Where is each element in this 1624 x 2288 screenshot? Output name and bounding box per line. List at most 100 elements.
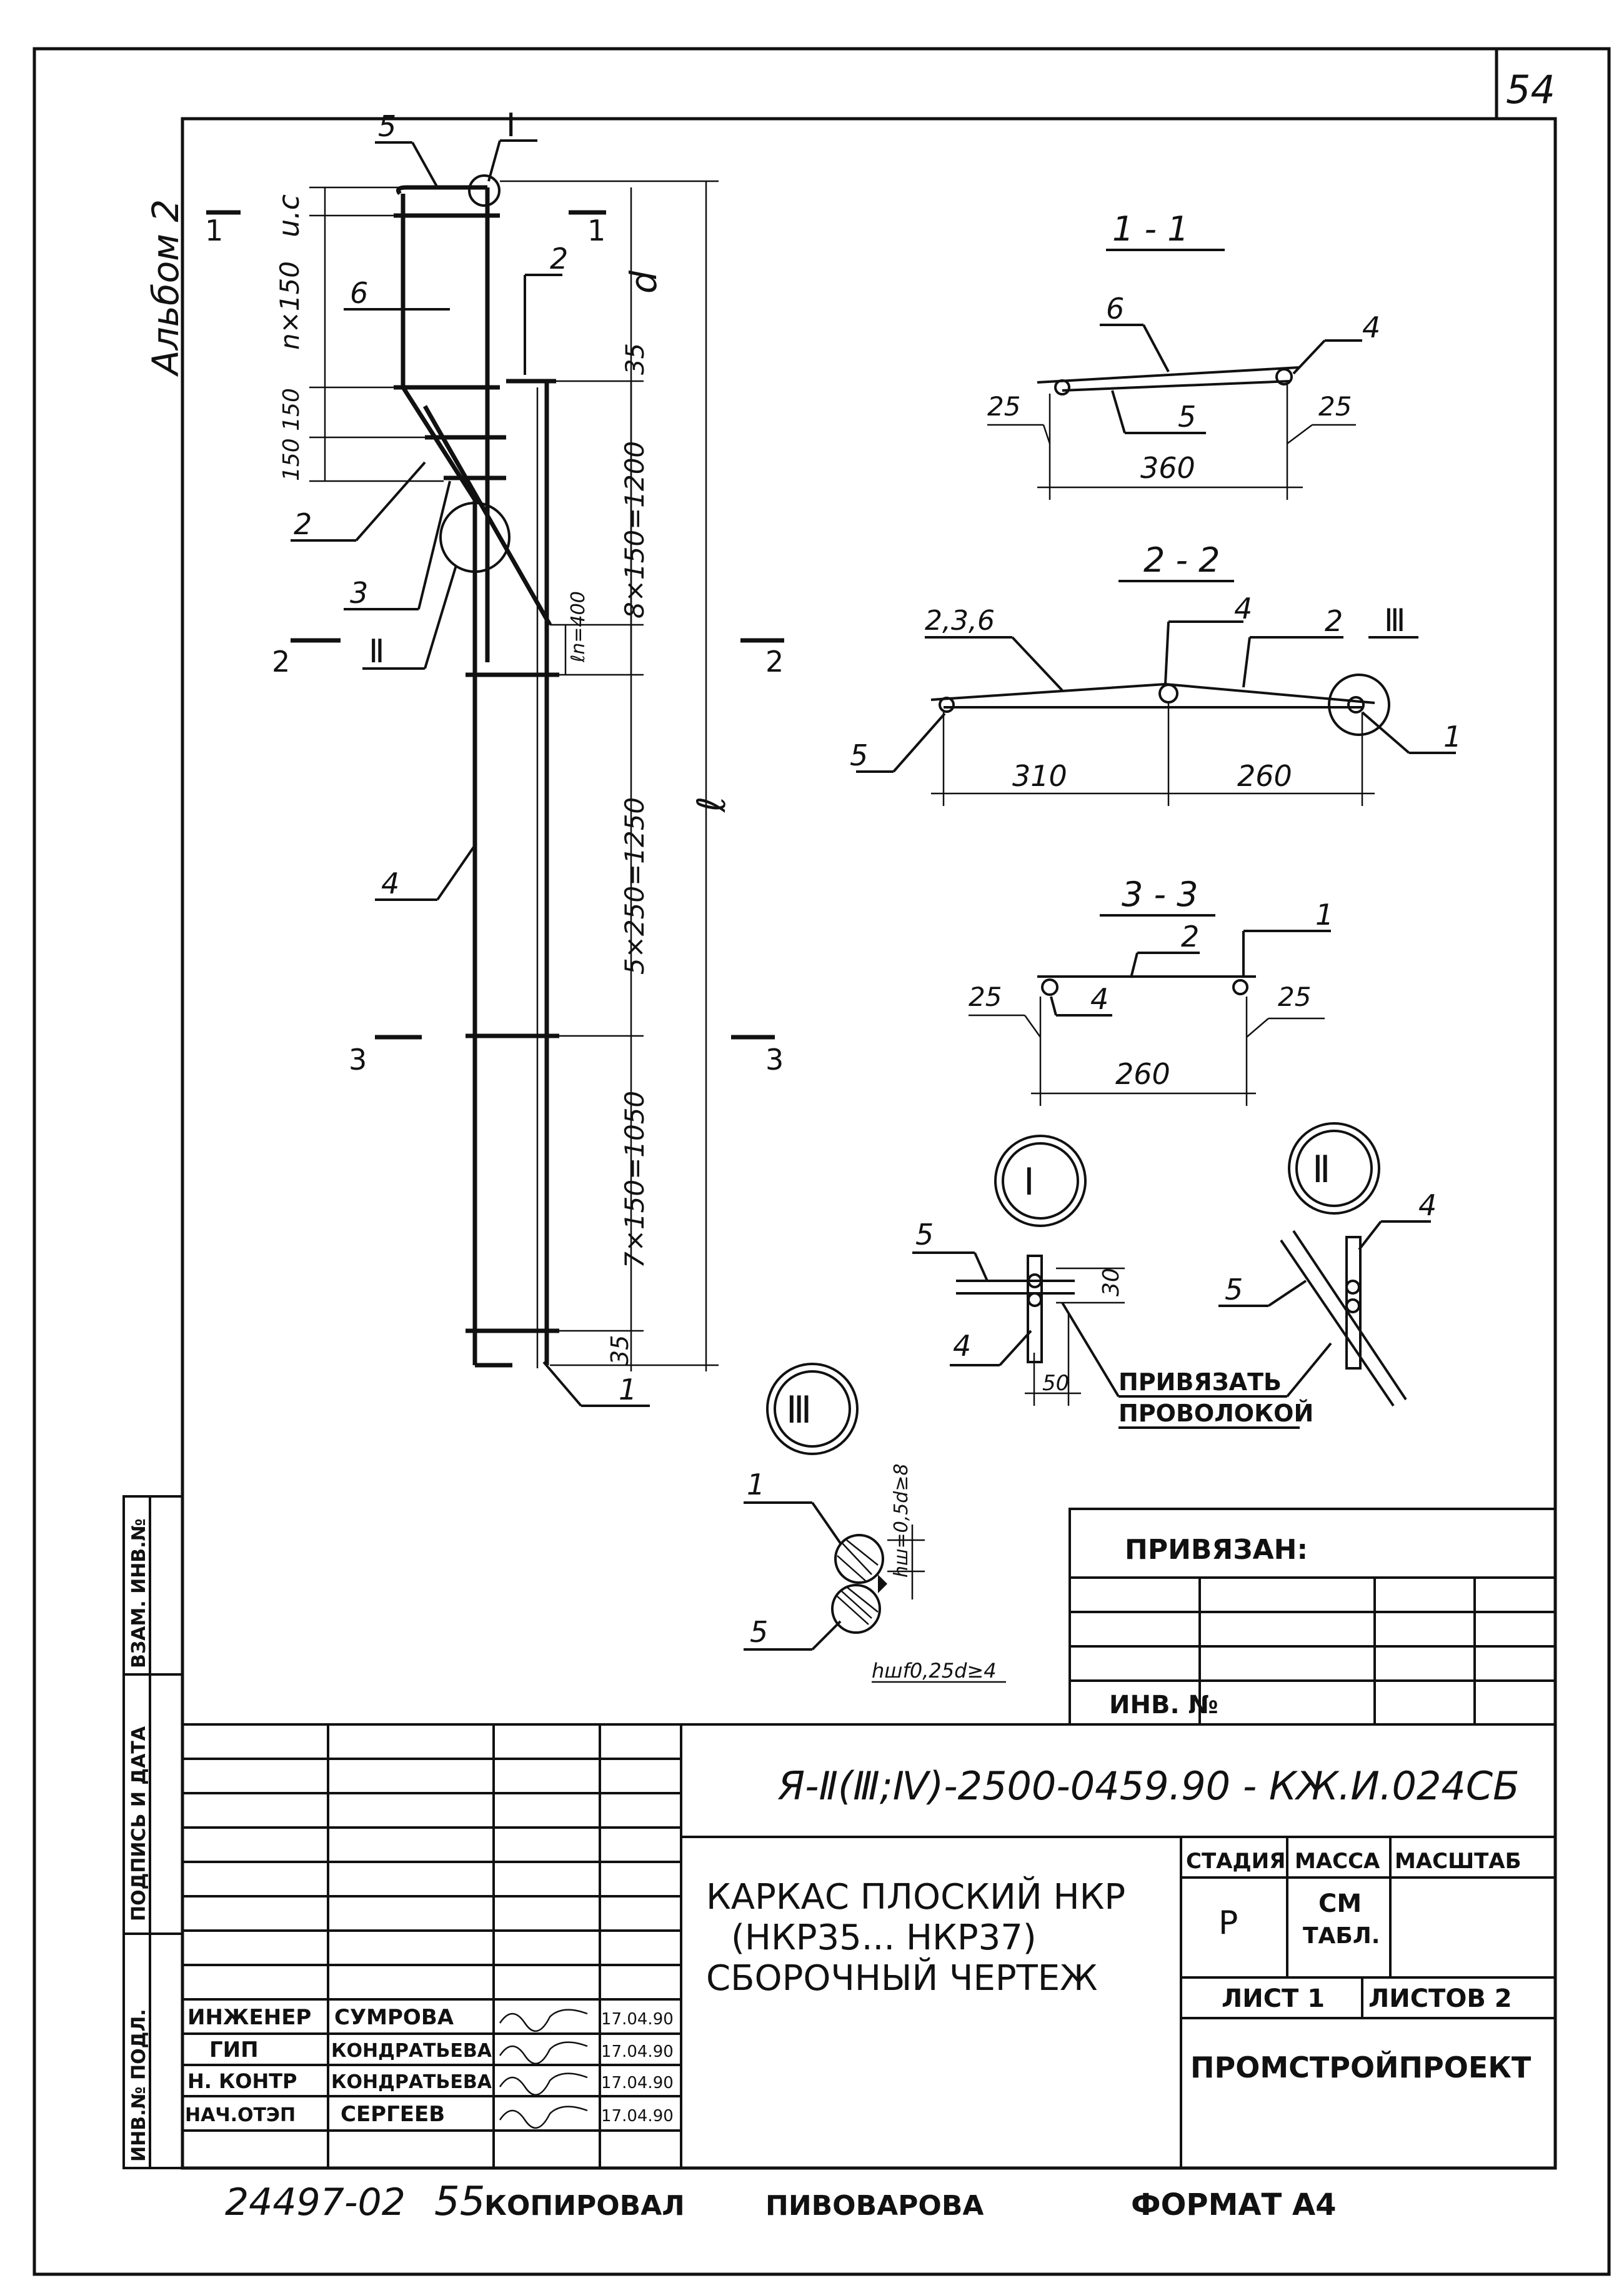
label-4: 4 xyxy=(381,867,399,900)
mark-2-left: 2 xyxy=(272,645,290,679)
sig-role: ИНЖЕНЕР xyxy=(187,2005,311,2030)
drawing-frame xyxy=(181,117,1557,2170)
inv-label: ИНВ. № xyxy=(1109,1691,1218,1719)
side-label-replace: ВЗАМ. ИНВ.№ xyxy=(128,1518,150,1668)
s22-label-III: Ⅲ xyxy=(1384,602,1405,639)
dim-n150: n×150 xyxy=(274,261,305,350)
section-3-3-title: 3 - 3 xyxy=(1122,875,1198,914)
sig-role: НАЧ.ОТЭП xyxy=(185,2104,296,2126)
s11-label-5: 5 xyxy=(1178,400,1196,434)
node-II-label-5: 5 xyxy=(1225,1273,1243,1306)
sig-date: 17.04.90 xyxy=(601,2042,674,2061)
title-block: Я-Ⅱ(Ⅲ;Ⅳ)-2500-0459.90 - КЖ.И.024СБ КАРКА… xyxy=(182,1723,1555,2168)
node-III-label-5: 5 xyxy=(750,1615,768,1649)
bound-label: ПРИВЯЗАН: xyxy=(1125,1534,1308,1566)
stage-value: Р xyxy=(1218,1904,1238,1942)
mass-label: МАССА xyxy=(1295,1849,1380,1874)
s22-label-5: 5 xyxy=(850,739,868,772)
document-code: Я-Ⅱ(Ⅲ;Ⅳ)-2500-0459.90 - КЖ.И.024СБ xyxy=(777,1763,1520,1809)
signature-row-0: ИНЖЕНЕР СУМРОВА 17.04.90 xyxy=(187,2005,674,2032)
label-1: 1 xyxy=(619,1373,637,1406)
sig-date: 17.04.90 xyxy=(601,2074,674,2092)
s22-label-236: 2,3,6 xyxy=(925,605,995,637)
label-node-I: Ⅰ xyxy=(506,107,516,144)
bound-block: ПРИВЯЗАН: ИНВ. № xyxy=(1069,1508,1557,1726)
sig-name: КОНДРАТЬЕВА xyxy=(331,2040,492,2062)
section-3-3: 3 - 3 1 2 4 25 25 260 xyxy=(969,875,1333,1106)
sig-name: КОНДРАТЬЕВА xyxy=(331,2071,492,2093)
sig-date: 17.04.90 xyxy=(601,2010,674,2029)
outer-frame xyxy=(32,47,1611,2276)
side-label-sign: ПОДПИСЬ И ДАТА xyxy=(128,1726,150,1921)
dim-150-150: 150 150 xyxy=(279,388,304,481)
mark-1-left: 1 xyxy=(205,214,223,247)
dim-ln: ℓn=400 xyxy=(567,591,589,663)
page-number: 54 xyxy=(1506,67,1555,112)
s33-dim-260: 260 xyxy=(1115,1057,1170,1091)
node-I-label-4: 4 xyxy=(953,1329,971,1363)
node-II: Ⅱ 4 5 xyxy=(1218,1122,1437,1407)
footer-copier: ПИВОВАРОВА xyxy=(765,2190,984,2222)
node-III-label-1: 1 xyxy=(747,1468,765,1501)
footer-copied: КОПИРОВАЛ xyxy=(484,2190,685,2222)
section-2-2-title: 2 - 2 xyxy=(1143,540,1220,580)
section-2-2: 2 - 2 2,3,6 4 2 Ⅲ 5 1 310 260 xyxy=(850,540,1462,806)
dim-7x150: 7×150=1050 xyxy=(619,1091,650,1268)
label-2b: 2 xyxy=(294,507,312,541)
side-label-inv: ИНВ.№ ПОДЛ. xyxy=(128,2009,150,2162)
dim-d: d xyxy=(622,270,665,294)
label-2a: 2 xyxy=(550,242,568,276)
tie-note: ПРИВЯЗАТЬ ПРОВОЛОКОЙ xyxy=(1061,1301,1332,1429)
s11-dim-25a: 25 xyxy=(987,391,1020,422)
node-I-dim-50: 50 xyxy=(1042,1371,1069,1396)
title-line-1: КАРКАС ПЛОСКИЙ НКР xyxy=(706,1876,1125,1917)
s22-label-2: 2 xyxy=(1325,604,1343,638)
sheets-label: ЛИСТОВ 2 xyxy=(1368,1984,1512,2013)
mark-2-right: 2 xyxy=(765,645,784,679)
section-1-1-title: 1 - 1 xyxy=(1112,209,1189,249)
node-III-dim-hf: hшf0,25d≥4 xyxy=(872,1659,997,1683)
node-I-label-5: 5 xyxy=(915,1218,934,1251)
mark-1-right: 1 xyxy=(587,214,605,247)
s22-dim-260: 260 xyxy=(1237,759,1292,793)
s11-label-4: 4 xyxy=(1362,311,1380,344)
sig-name: СЕРГЕЕВ xyxy=(341,2102,445,2127)
title-line-3: СБОРОЧНЫЙ ЧЕРТЕЖ xyxy=(706,1957,1098,1999)
footer-code: 24497-02 xyxy=(225,2181,406,2224)
sig-date: 17.04.90 xyxy=(601,2107,674,2126)
node-II-label-4: 4 xyxy=(1418,1188,1437,1222)
signature-row-2: Н. КОНТР КОНДРАТЬЕВА 17.04.90 xyxy=(187,2069,674,2096)
footer: 24497-02 55 КОПИРОВАЛ ПИВОВАРОВА ФОРМАТ … xyxy=(225,2179,1337,2225)
footer-copy-no: 55 xyxy=(434,2179,485,2225)
signature-row-1: ГИП КОНДРАТЬЕВА 17.04.90 xyxy=(209,2037,674,2065)
side-strip xyxy=(122,1495,184,2169)
node-III-dim-hw: hш=0,5d≥8 xyxy=(890,1463,912,1578)
dim-l: ℓ xyxy=(689,796,734,813)
dim-5x250: 5×250=1250 xyxy=(619,797,650,975)
dim-uc: u.c xyxy=(272,194,306,237)
s11-dim-25b: 25 xyxy=(1318,391,1352,422)
album-label: Альбом 2 xyxy=(144,199,187,377)
tie-note-line1: ПРИВЯЗАТЬ xyxy=(1118,1368,1282,1396)
dim-35-bottom: 35 xyxy=(606,1335,634,1365)
node-III-title: Ⅲ xyxy=(786,1388,812,1432)
stage-label: СТАДИЯ xyxy=(1186,1849,1285,1874)
node-I-dim-30: 30 xyxy=(1098,1268,1124,1296)
node-I: Ⅰ 5 4 30 50 xyxy=(912,1135,1125,1406)
signature-row-3: НАЧ.ОТЭП СЕРГЕЕВ 17.04.90 xyxy=(185,2102,674,2129)
sheet-label: ЛИСТ 1 xyxy=(1222,1984,1325,2013)
node-I-title: Ⅰ xyxy=(1024,1160,1035,1204)
dim-8x150: 8×150=1200 xyxy=(619,441,650,619)
main-view: u.c n×150 150 150 35 8×150=1200 ℓn=400 5… xyxy=(205,107,784,1407)
s33-label-4: 4 xyxy=(1090,982,1108,1016)
sig-role: ГИП xyxy=(209,2037,259,2062)
node-II-title: Ⅱ xyxy=(1312,1148,1331,1191)
label-6: 6 xyxy=(350,276,368,310)
label-node-II: Ⅱ xyxy=(369,633,385,670)
s33-dim-25a: 25 xyxy=(969,982,1002,1012)
s22-label-4: 4 xyxy=(1234,592,1252,625)
dim-35-top: 35 xyxy=(621,343,650,375)
s22-label-1: 1 xyxy=(1443,720,1462,754)
s11-label-6: 6 xyxy=(1106,292,1124,326)
